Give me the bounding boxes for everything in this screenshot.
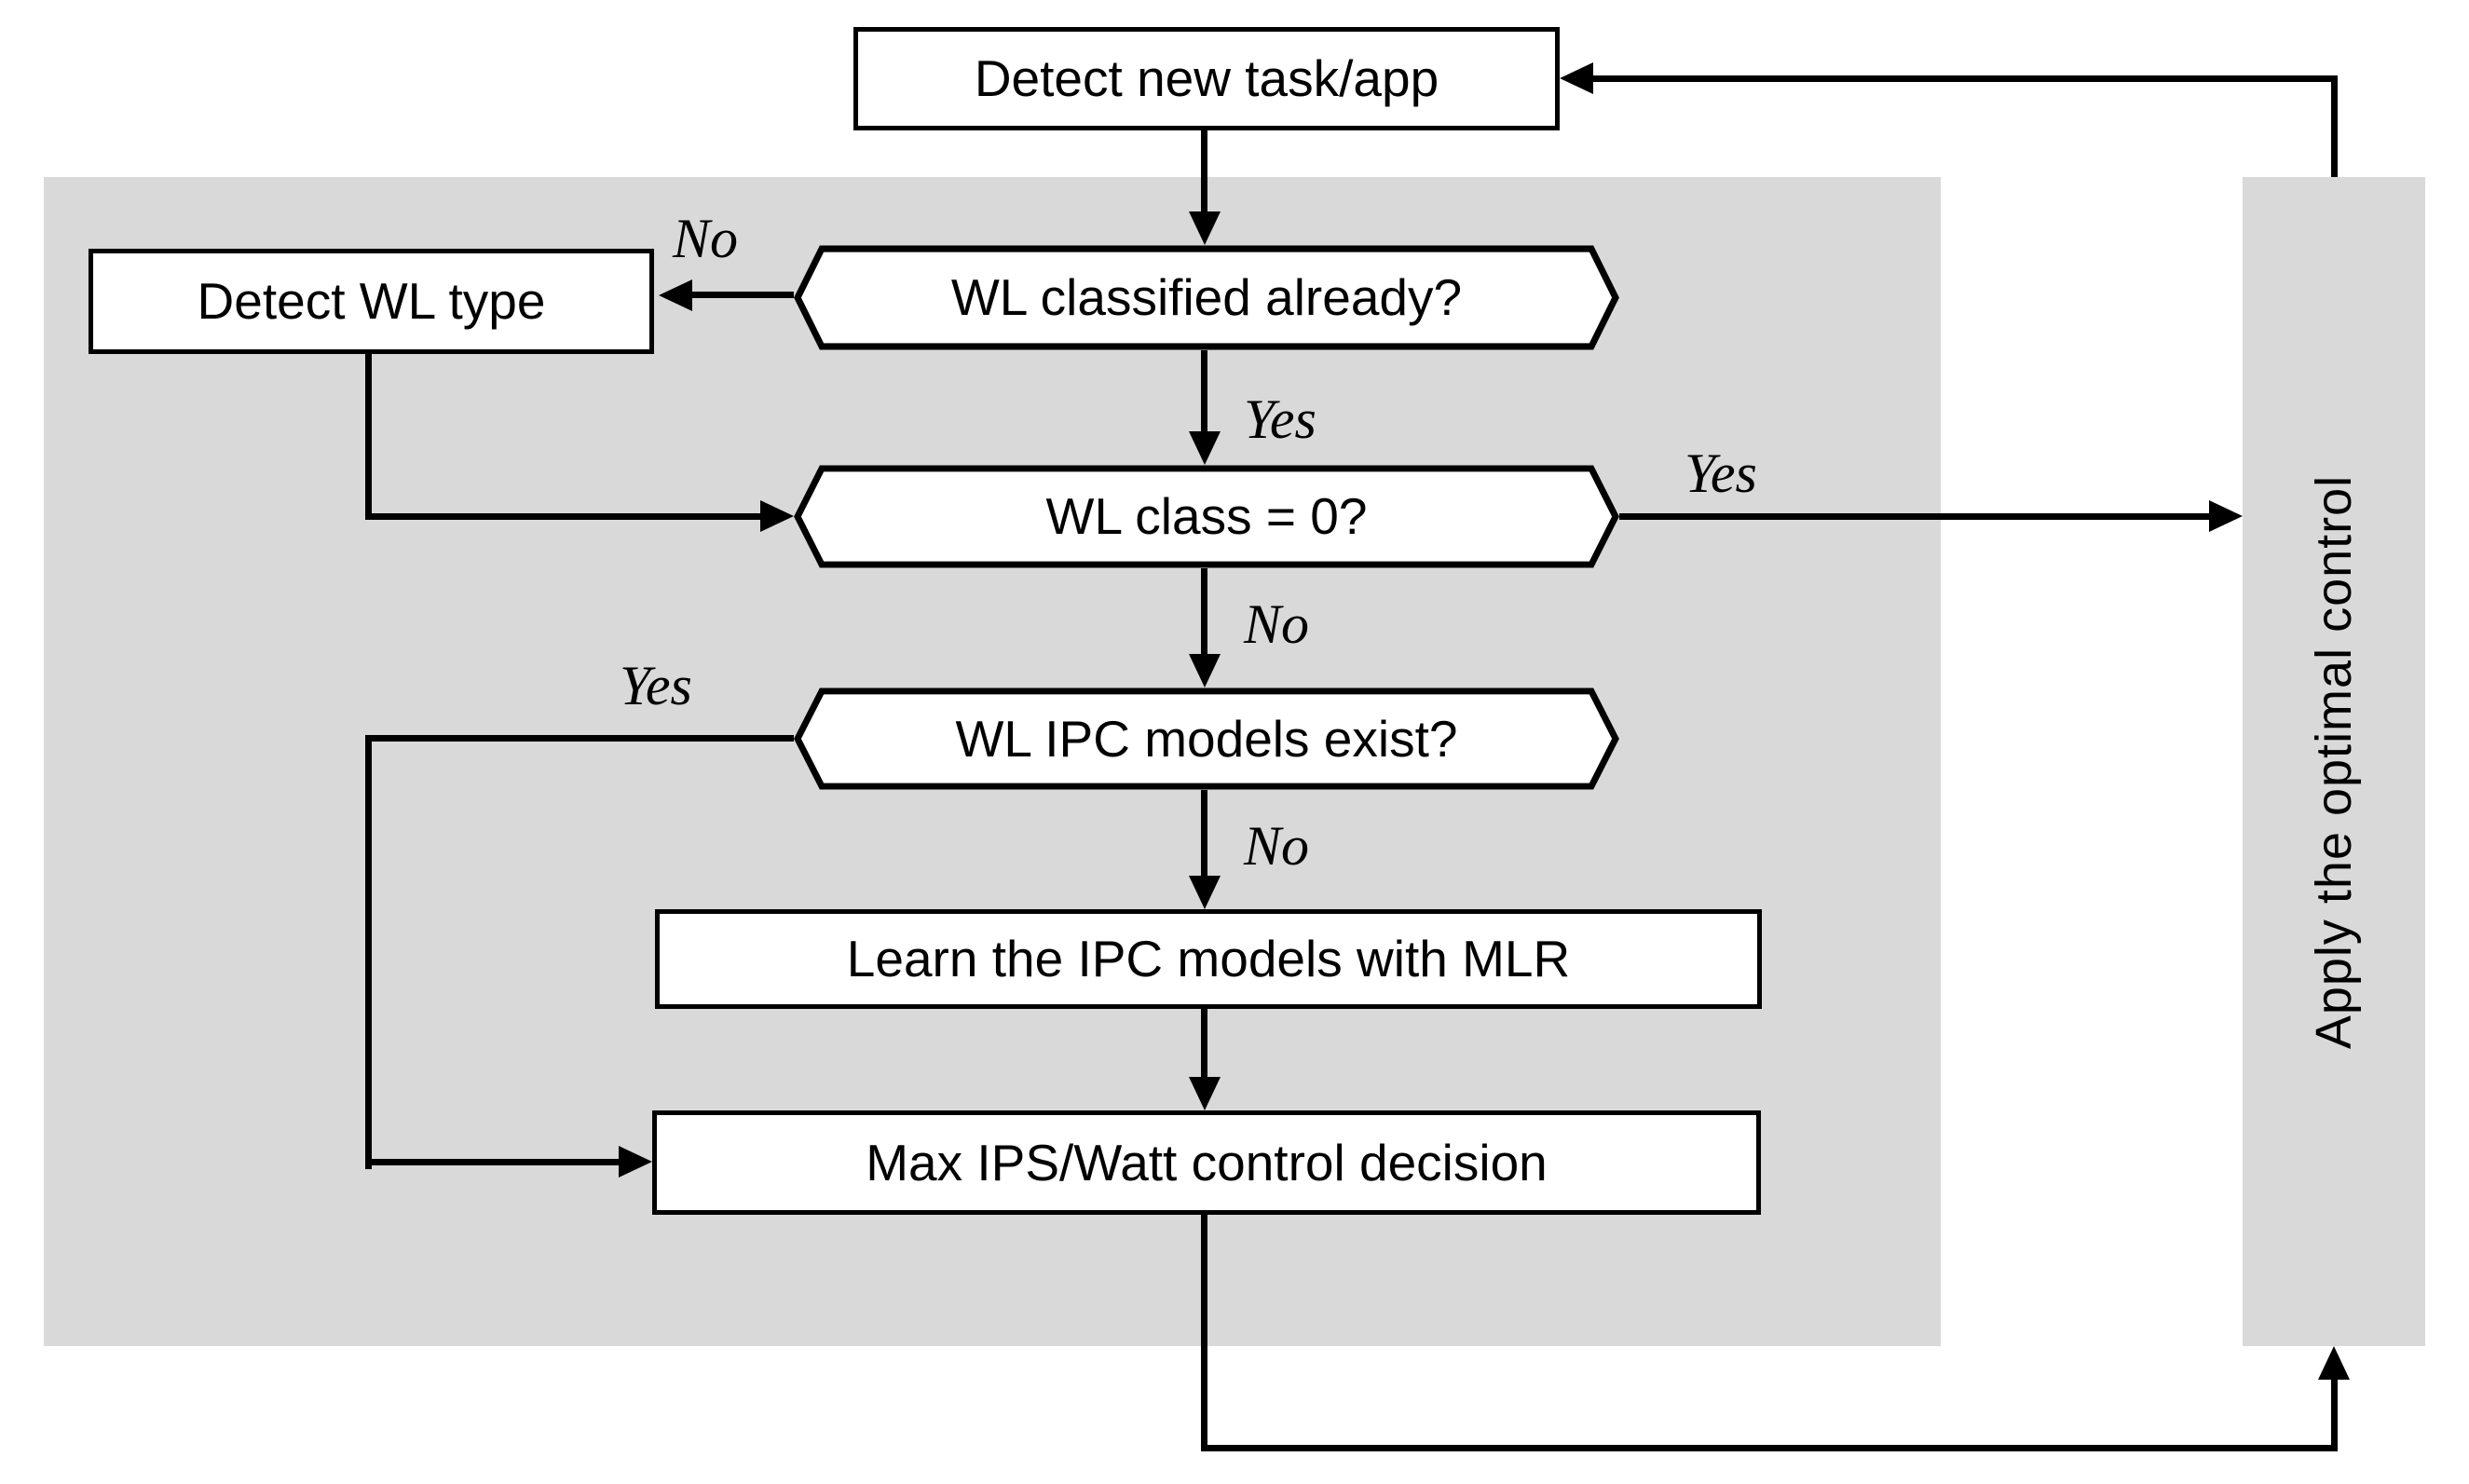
decision-wl-classified: WL classified already? bbox=[794, 245, 1619, 350]
edge-feedback-left-line bbox=[1589, 75, 2338, 82]
node-learn-ipc: Learn the IPC models with MLR bbox=[655, 909, 1762, 1009]
edge-ipc-yes-down-line bbox=[365, 735, 372, 1169]
arrowhead-into-wl-class-zero bbox=[1189, 431, 1221, 465]
decision-wl-ipc-models: WL IPC models exist? bbox=[794, 688, 1619, 790]
node-detect-wl-type: Detect WL type bbox=[89, 249, 654, 354]
edge-label-ipc-exist-no: No bbox=[1244, 815, 1310, 877]
node-max-ips-watt-label: Max IPS/Watt control decision bbox=[866, 1133, 1548, 1191]
apply-control-bar: Apply the optimal control bbox=[2243, 177, 2425, 1346]
edge-detect-wl-down-line bbox=[365, 354, 372, 520]
edge-max-output-down-line bbox=[1201, 1214, 1207, 1451]
arrowhead-into-learn-ipc bbox=[1189, 876, 1221, 909]
decision-wl-ipc-models-label: WL IPC models exist? bbox=[955, 709, 1458, 768]
arrowhead-into-apply-bar-bottom bbox=[2318, 1346, 2350, 1380]
edge-classified-no-line bbox=[689, 292, 794, 298]
decision-wl-class-zero-label: WL class = 0? bbox=[1045, 487, 1368, 546]
arrowhead-into-wl-classified bbox=[1189, 211, 1221, 245]
edge-max-output-up-line bbox=[2331, 1377, 2338, 1451]
arrowhead-into-wl-class-zero-left bbox=[760, 500, 794, 532]
hexagon-shape bbox=[794, 688, 1619, 790]
arrowhead-into-detect-new-task bbox=[1560, 62, 1593, 94]
arrowhead-into-apply-bar bbox=[2209, 500, 2243, 532]
decision-wl-class-zero: WL class = 0? bbox=[794, 465, 1619, 568]
edge-ipc-no-line bbox=[1201, 790, 1207, 879]
apply-control-label: Apply the optimal control bbox=[2306, 474, 2362, 1049]
hexagon-shape bbox=[794, 245, 1619, 350]
arrowhead-into-detect-wl-type bbox=[659, 279, 692, 311]
edge-class-zero-yes-line bbox=[1619, 513, 2212, 520]
edge-label-ipc-exist-yes: Yes bbox=[620, 655, 692, 716]
edge-label-class-zero-no: No bbox=[1244, 593, 1310, 655]
hexagon-shape bbox=[794, 465, 1619, 568]
node-learn-ipc-label: Learn the IPC models with MLR bbox=[846, 930, 1571, 988]
edge-ipc-yes-right-line bbox=[365, 1159, 622, 1165]
edge-classified-yes-line bbox=[1201, 350, 1207, 436]
decision-wl-classified-label: WL classified already? bbox=[950, 268, 1463, 327]
arrowhead-into-max-from-learn bbox=[1189, 1077, 1221, 1110]
edge-ipc-yes-left-line bbox=[368, 735, 794, 742]
edge-label-classified-yes: Yes bbox=[1244, 388, 1316, 450]
edge-learn-to-max-line bbox=[1201, 1009, 1207, 1081]
edge-class-zero-no-line bbox=[1201, 568, 1207, 658]
arrowhead-into-wl-ipc-models bbox=[1189, 654, 1221, 688]
node-max-ips-watt: Max IPS/Watt control decision bbox=[652, 1110, 1761, 1215]
node-detect-new-task-label: Detect new task/app bbox=[974, 49, 1439, 108]
edge-detect-wl-right-line bbox=[365, 513, 764, 520]
edge-max-output-right-line bbox=[1201, 1445, 2338, 1451]
edge-label-classified-no: No bbox=[673, 208, 739, 269]
node-detect-new-task: Detect new task/app bbox=[853, 27, 1560, 130]
edge-feedback-up-line bbox=[2331, 78, 2338, 177]
edge-detect-to-classified-line bbox=[1201, 130, 1207, 216]
node-detect-wl-type-label: Detect WL type bbox=[197, 272, 546, 331]
arrowhead-into-max-ips-watt bbox=[619, 1146, 652, 1178]
edge-label-class-zero-yes: Yes bbox=[1685, 442, 1757, 504]
